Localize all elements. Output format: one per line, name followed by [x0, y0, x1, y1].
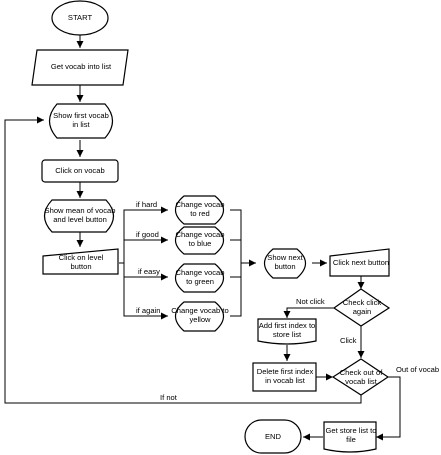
- edge-label-if-not: If not: [160, 393, 177, 402]
- end-terminal: [244, 419, 302, 454]
- show-next-label: Show next button: [267, 253, 303, 271]
- click-level-label: Click on level button: [58, 253, 104, 271]
- change-green-label: Change vocab to green: [175, 268, 225, 286]
- check-out-label: Check out of vocab list: [339, 368, 383, 386]
- change-green-display: [174, 263, 225, 293]
- edge-merge-vertical: [230, 209, 242, 317]
- edge-label-if-easy: if easy: [138, 267, 160, 276]
- edge-label-if-good: if good: [136, 230, 159, 239]
- delete-first-process: [252, 362, 317, 392]
- add-first-document: [257, 318, 317, 345]
- end-label: END: [264, 431, 282, 441]
- change-red-label: Change vocab to red: [175, 200, 225, 218]
- show-first-label: Show first vocab in list: [53, 111, 109, 129]
- check-click-decision: [332, 288, 391, 327]
- edge-if-again: [123, 277, 168, 320]
- edge-label-out-of-vocab: Out of vocab: [396, 365, 440, 374]
- show-next-display: [263, 248, 307, 279]
- edge-not-click: [283, 307, 334, 318]
- start-label: START: [67, 12, 93, 22]
- click-vocab-label: Click on vocab: [55, 165, 105, 175]
- get-store-document: [323, 421, 377, 453]
- show-mean-label: Show mean of vocab and level button: [44, 206, 116, 224]
- click-next-manual-input: [329, 248, 390, 277]
- show-first-display: [48, 103, 114, 139]
- get-vocab-io: [31, 49, 129, 86]
- click-vocab-process: [41, 159, 119, 183]
- edge-label-if-hard: if hard: [136, 200, 158, 209]
- change-blue-display: [174, 226, 225, 255]
- start-terminal: [51, 0, 109, 36]
- edge-label-if-again: if again: [136, 306, 161, 315]
- connectors: [4, 35, 401, 441]
- change-yellow-display: [174, 301, 225, 332]
- click-next-label: Click next button: [332, 257, 390, 267]
- click-level-manual-input: [42, 248, 119, 275]
- edge-out-of-vocab: [376, 376, 401, 441]
- get-store-label: Get store list to file: [325, 426, 377, 444]
- check-click-label: Check click again: [342, 298, 382, 316]
- delete-first-label: Delete first index in vocab list: [256, 367, 314, 385]
- edge-if-not-loop: [4, 116, 362, 404]
- get-vocab-label: Get vocab into list: [50, 61, 112, 71]
- edge-label-click: Click: [340, 336, 357, 345]
- edge-label-not-click: Not click: [296, 297, 325, 306]
- edge-if-hard: [119, 206, 168, 264]
- check-out-decision: [331, 358, 390, 396]
- add-first-label: Add first index to store list: [258, 321, 316, 339]
- change-red-display: [174, 195, 225, 225]
- change-blue-label: Change vocab to blue: [175, 230, 225, 248]
- change-yellow-label: Change vocab to yellow: [171, 306, 229, 324]
- show-mean-display: [43, 199, 115, 233]
